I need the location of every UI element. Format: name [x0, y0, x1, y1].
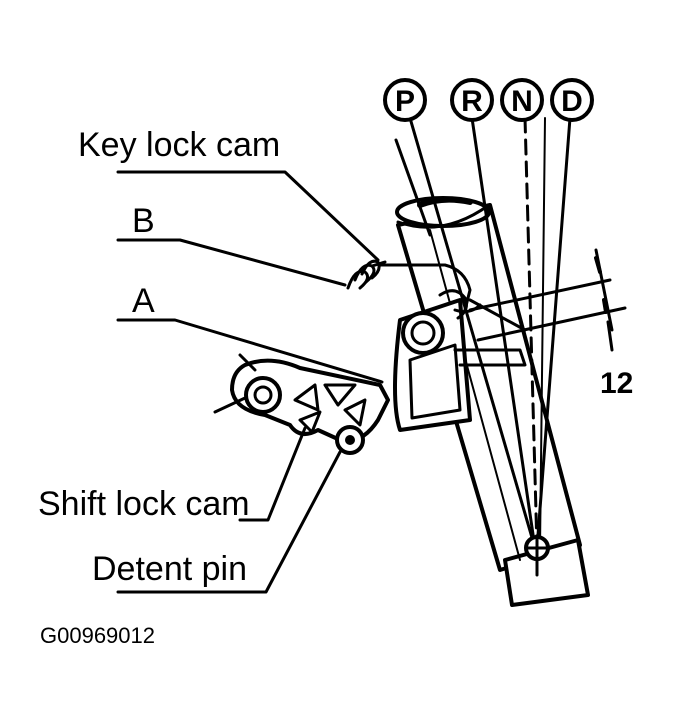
- key-lock-cam-label: Key lock cam: [78, 126, 280, 164]
- label-b: B: [132, 202, 155, 240]
- dimension-label: 12: [600, 367, 633, 400]
- detent-pin-label: Detent pin: [92, 550, 247, 588]
- lever-pin: [401, 311, 445, 355]
- position-n-circle: [500, 78, 544, 122]
- label-a: A: [132, 282, 155, 320]
- leader-lines: [116, 170, 384, 594]
- shift-lock-cam-label: Shift lock cam: [38, 485, 250, 523]
- position-n-label: N: [511, 85, 533, 118]
- spring-b: [346, 259, 387, 290]
- shift-lock-cam: [213, 353, 390, 443]
- position-r-circle: [450, 78, 494, 122]
- position-d-label: D: [561, 85, 583, 118]
- cam-pivot: [244, 376, 282, 414]
- position-p-circle: [383, 78, 427, 122]
- figure-id: G00969012: [40, 623, 155, 648]
- dimension-lines: [468, 248, 627, 352]
- position-markers: [383, 78, 594, 122]
- position-p-label: P: [395, 85, 415, 118]
- position-d-circle: [550, 78, 594, 122]
- key-lock-cam: [378, 263, 482, 320]
- position-r-label: R: [461, 85, 483, 118]
